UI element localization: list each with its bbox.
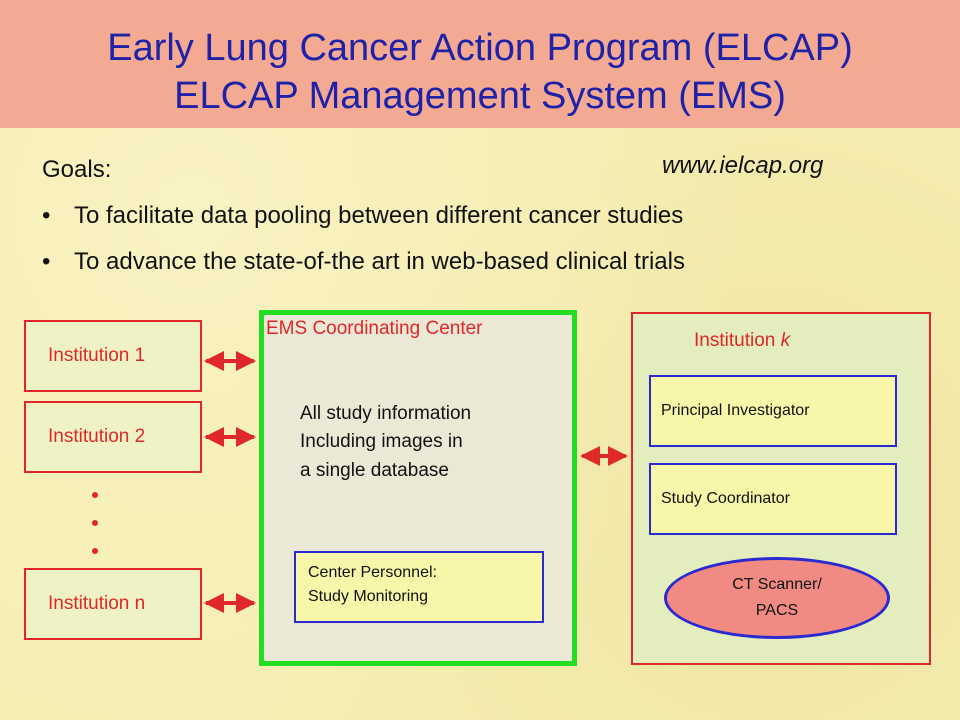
coordinating-center-label: EMS Coordinating Center bbox=[266, 318, 483, 339]
center-info-line: All study information bbox=[300, 403, 472, 424]
institution-k-prefix: Institution bbox=[694, 330, 781, 351]
institution-label: Institution 2 bbox=[48, 426, 146, 447]
institution-label: Institution 1 bbox=[48, 345, 146, 366]
ellipsis-dot bbox=[92, 548, 98, 554]
personnel-line: Center Personnel: bbox=[308, 564, 437, 581]
goal-bullet: •To advance the state-of-the art in web-… bbox=[42, 248, 685, 275]
page-title: Early Lung Cancer Action Program (ELCAP) bbox=[107, 27, 853, 69]
title-band bbox=[0, 0, 960, 128]
goal-bullet: •To facilitate data pooling between diff… bbox=[42, 202, 684, 229]
institution-k-label: Institution k bbox=[694, 330, 790, 352]
institution-k-variable: k bbox=[780, 330, 791, 351]
website-url: www.ielcap.org bbox=[662, 152, 824, 179]
goal-text: To advance the state-of-the art in web-b… bbox=[74, 248, 685, 275]
institution-label: Institution n bbox=[48, 593, 146, 614]
institution-n-box: Institution n bbox=[24, 568, 202, 640]
page-subtitle: ELCAP Management System (EMS) bbox=[174, 75, 786, 117]
scanner-line: PACS bbox=[755, 602, 799, 619]
center-info-line: Including images in bbox=[300, 431, 463, 452]
scanner-line: CT Scanner/ bbox=[732, 576, 822, 593]
ellipsis-dot bbox=[92, 492, 98, 498]
goal-text: To facilitate data pooling between diffe… bbox=[74, 202, 684, 229]
institution-1-box: Institution 1 bbox=[24, 320, 202, 392]
institution-2-box: Institution 2 bbox=[24, 401, 202, 473]
role-label: Principal Investigator bbox=[661, 402, 810, 419]
ct-scanner-pacs-ellipse: CT Scanner/ PACS bbox=[664, 557, 890, 639]
center-personnel-box: Center Personnel: Study Monitoring bbox=[294, 551, 544, 623]
ellipsis-dot bbox=[92, 520, 98, 526]
study-coordinator-box: Study Coordinator bbox=[649, 463, 897, 535]
personnel-line: Study Monitoring bbox=[308, 588, 429, 605]
center-info-line: a single database bbox=[300, 460, 449, 481]
principal-investigator-box: Principal Investigator bbox=[649, 375, 897, 447]
role-label: Study Coordinator bbox=[661, 490, 790, 507]
goals-heading: Goals: bbox=[42, 156, 112, 183]
